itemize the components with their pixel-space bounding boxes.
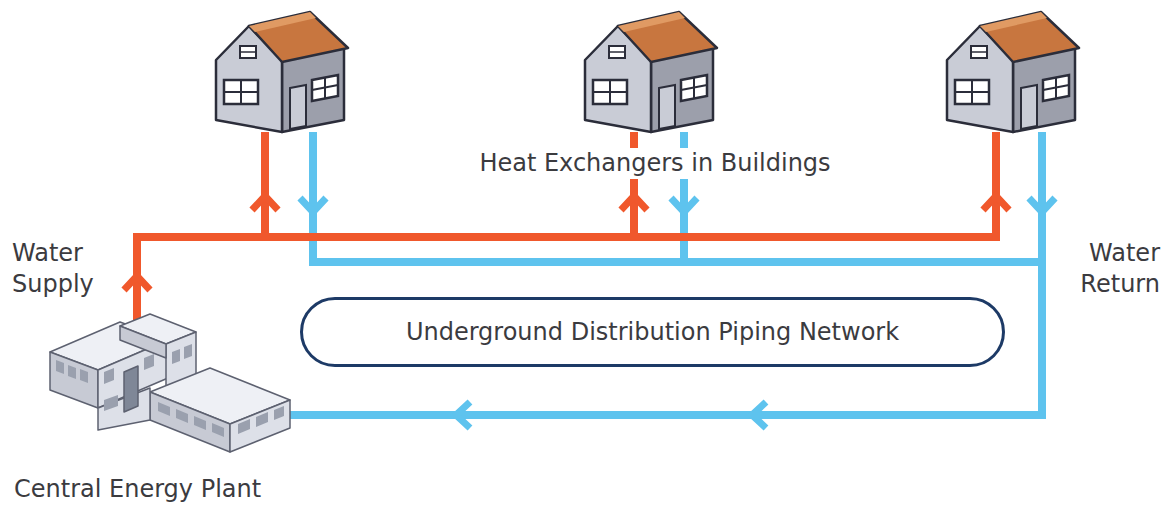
pipe-label: Water Return (1056, 238, 1160, 300)
house (585, 12, 717, 132)
return-pipe (285, 132, 1046, 415)
house (947, 12, 1079, 132)
energy-plant (50, 314, 290, 452)
flow-arrow (124, 196, 1009, 290)
plant-windows (56, 344, 284, 437)
pipe-label: Heat Exchangers in Buildings (473, 148, 836, 179)
network-box: Underground Distribution Piping Network (300, 297, 1005, 367)
plant-label: Central Energy Plant (14, 474, 344, 505)
flow-arrow (300, 198, 1055, 428)
house (216, 12, 348, 132)
pipe-label: Water Supply (12, 238, 120, 300)
network-label: Underground Distribution Piping Network (406, 318, 899, 346)
